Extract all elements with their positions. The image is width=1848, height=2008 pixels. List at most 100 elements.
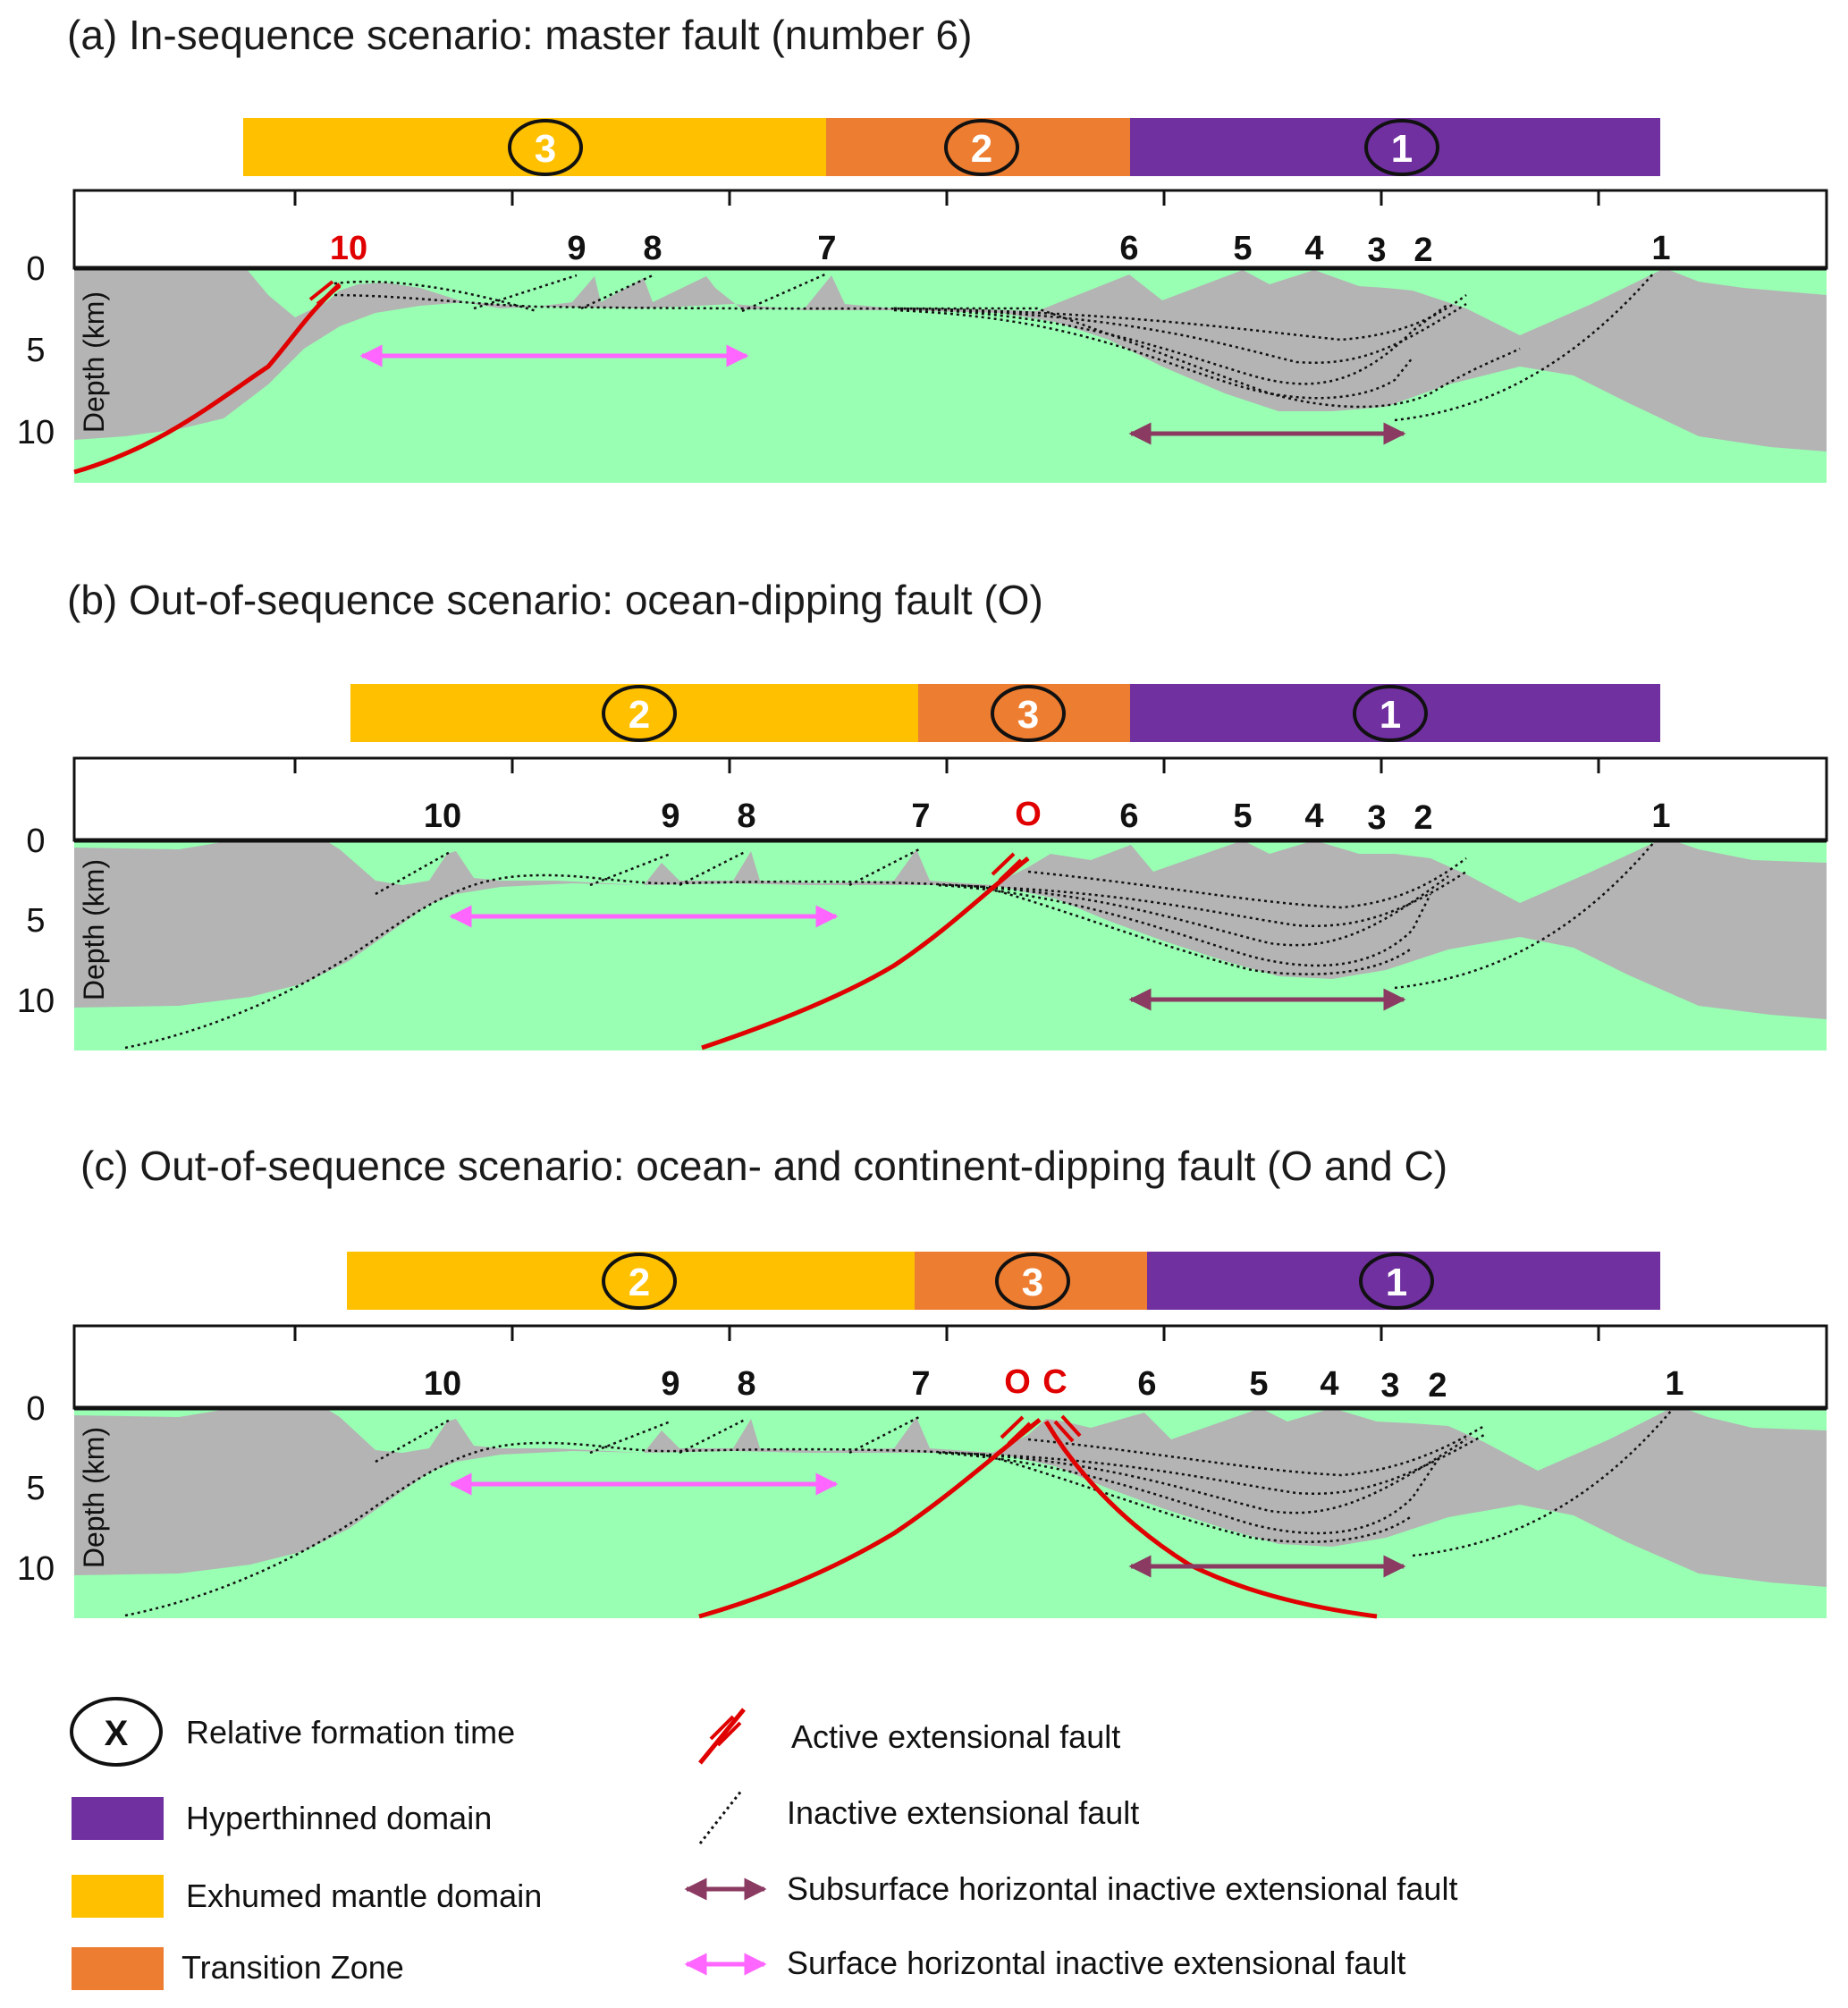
panel-a-domain-bar: 3 2 1 — [243, 118, 1660, 176]
panel-c-label-c: C — [1042, 1363, 1067, 1401]
panel-c-depth-5: 5 — [26, 1470, 45, 1507]
panel-a-label-1: 1 — [1651, 230, 1670, 267]
panel-b-domain-bar: 2 3 1 — [350, 684, 1660, 742]
panel-b-label-3: 3 — [1367, 799, 1386, 837]
panel-c-time-hyperthinned: 1 — [1386, 1261, 1407, 1304]
panel-c-fault-7-trace — [848, 1415, 920, 1455]
legend-active-fault: Active extensional fault — [791, 1718, 1120, 1755]
legend-surface: Surface horizontal inactive extensional … — [787, 1945, 1405, 1981]
panel-a-label-8: 8 — [643, 230, 662, 267]
legend-subsurface: Subsurface horizontal inactive extension… — [787, 1870, 1457, 1907]
panel-c-crust — [74, 1395, 1827, 1587]
panel-b-fault-labels: 10 9 8 7 O 6 5 4 3 2 1 — [424, 796, 1671, 837]
panel-a-fault-4 — [893, 302, 1467, 364]
panel-c-label-6: 6 — [1137, 1365, 1156, 1403]
panel-b: (b) Out-of-sequence scenario: ocean-dipp… — [17, 577, 1828, 1050]
panel-c-time-transition: 3 — [1022, 1261, 1043, 1304]
panel-a-cross-section — [72, 189, 1828, 483]
panel-a-ticks — [293, 190, 1600, 206]
panel-c-depth-10: 10 — [17, 1550, 55, 1588]
panel-a-fault-9-trace — [473, 274, 578, 310]
panel-b-ticks — [293, 758, 1600, 773]
panel-b-time-exhumed: 2 — [629, 693, 650, 737]
panel-a-time-exhumed: 3 — [535, 127, 556, 171]
panel-b-active-fault-symbol — [991, 852, 1023, 882]
panel-b-surface-frame — [72, 756, 1828, 842]
panel-a-hyperthinned-domain — [1130, 118, 1660, 176]
panel-c-cross-section — [72, 1324, 1828, 1619]
panel-a-fault-6 — [893, 308, 1413, 400]
panel-c-label-o: O — [1004, 1363, 1031, 1401]
panel-a-time-circle-transition — [944, 119, 1019, 176]
panel-c-exhumed-domain — [347, 1252, 915, 1310]
legend-inactive-fault-icon — [698, 1789, 744, 1844]
panel-c-inactive-faults — [124, 1409, 1673, 1617]
legend-hyperthinned-swatch — [72, 1797, 164, 1840]
panel-b-time-hyperthinned: 1 — [1380, 693, 1401, 737]
panel-a-fault-7-trace — [741, 272, 828, 313]
panel-a-label-10: 10 — [330, 230, 367, 267]
panel-b-label-8: 8 — [737, 797, 755, 835]
panel-a-surface-frame — [72, 189, 1828, 270]
panel-a-depth-5: 5 — [26, 332, 45, 369]
panel-b-fault-9-trace — [589, 852, 671, 887]
panel-b-label-1: 1 — [1651, 797, 1670, 835]
panel-c-hyperthinned-domain — [1147, 1252, 1660, 1310]
panel-b-label-2: 2 — [1413, 799, 1432, 837]
panel-c-ticks — [293, 1326, 1600, 1341]
panel-c-depth-axis: 0 5 10 Depth (km) — [17, 1390, 110, 1588]
panel-b-fault-7-trace — [848, 848, 920, 887]
panel-b-cross-section — [72, 756, 1828, 1050]
panel-c-active-fault-o — [698, 1418, 1042, 1619]
panel-b-label-4: 4 — [1304, 797, 1323, 835]
panel-c-label-3: 3 — [1380, 1367, 1399, 1405]
panel-a-active-fault-symbol — [308, 280, 342, 306]
panel-a-time-circle-hyperthinned — [1364, 119, 1439, 176]
panel-a-fault-9 — [327, 280, 537, 313]
legend-time-symbol: X — [105, 1714, 129, 1753]
panel-b-inactive-faults — [124, 841, 1655, 1050]
panel-b-depth-10: 10 — [17, 983, 55, 1020]
panel-b-transition-domain — [918, 684, 1130, 742]
panel-a-time-circle-exhumed — [508, 119, 583, 176]
panel-c-fault-3 — [1027, 1424, 1485, 1477]
panel-a-label-2: 2 — [1413, 232, 1432, 269]
panel-b-depth-axis: 0 5 10 Depth (km) — [17, 823, 110, 1020]
panel-b-label-6: 6 — [1119, 797, 1138, 835]
panel-b-time-circle-transition — [991, 685, 1066, 742]
panel-b-label-7: 7 — [911, 797, 930, 835]
legend-time-circle-icon — [70, 1697, 163, 1767]
panel-b-fault-8-trace — [679, 849, 747, 887]
panel-a-detachment — [327, 293, 1521, 409]
panel-a-label-9: 9 — [567, 230, 586, 267]
panel-a-fault-8-trace — [580, 274, 654, 310]
panel-c-label-1: 1 — [1665, 1365, 1683, 1403]
panel-c-fault-10-trace — [375, 1417, 452, 1464]
panel-b-depth-label: Depth (km) — [78, 859, 110, 1000]
panel-c-fault-5 — [938, 1438, 1467, 1514]
legend-exhumed: Exhumed mantle domain — [186, 1877, 542, 1914]
panel-b-fault-4 — [938, 870, 1467, 927]
panel-c-label-7: 7 — [911, 1365, 930, 1403]
panel-b-time-circle-exhumed — [602, 685, 677, 742]
panel-b-time-transition: 3 — [1017, 693, 1039, 737]
panel-c-active-fault-o-symbol — [1000, 1415, 1032, 1446]
panel-a-exhumed-domain — [243, 118, 826, 176]
panel-b-title: (b) Out-of-sequence scenario: ocean-dipp… — [67, 577, 1043, 623]
panel-a-label-5: 5 — [1233, 230, 1252, 267]
panel-b-depth-5: 5 — [26, 902, 45, 940]
panel-a-transition-domain — [826, 118, 1130, 176]
legend: X Relative formation time Hyperthinned d… — [70, 1697, 1457, 1990]
panel-b-active-fault-o — [701, 856, 1030, 1050]
panel-c-label-9: 9 — [661, 1365, 679, 1403]
legend-transition: Transition Zone — [181, 1949, 404, 1986]
panel-c-time-circle-transition — [995, 1253, 1070, 1310]
panel-b-label-10: 10 — [424, 797, 461, 835]
panel-c-title: (c) Out-of-sequence scenario: ocean- and… — [80, 1143, 1447, 1189]
panel-a-fault-labels: 10 9 8 7 6 5 4 3 2 1 — [330, 230, 1671, 269]
panel-c-active-fault-c-symbol — [1053, 1414, 1082, 1443]
panel-a-depth-10: 10 — [17, 414, 55, 451]
legend-active-fault-icon — [698, 1708, 746, 1765]
panel-b-hyperthinned-domain — [1130, 684, 1660, 742]
